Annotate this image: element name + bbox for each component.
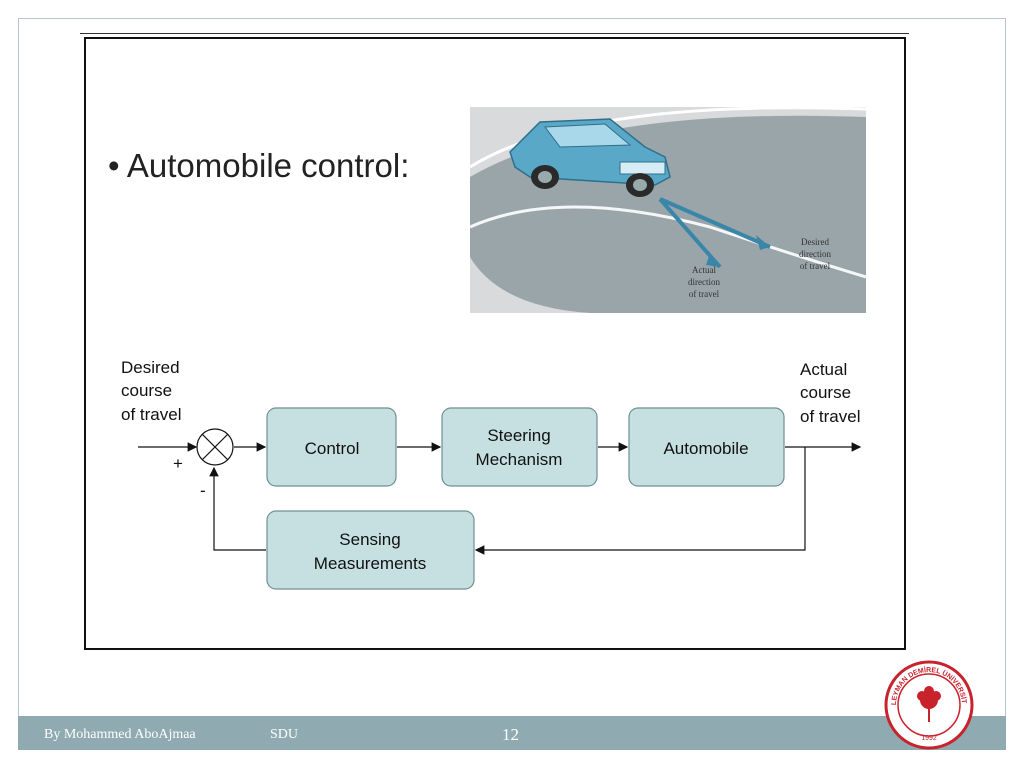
sensing-block-label-2: Measurements (314, 554, 426, 573)
rose-emblem (917, 686, 941, 722)
page-number: 12 (502, 725, 519, 744)
minus-sign: - (200, 481, 206, 500)
output-label-1: Actual (800, 360, 847, 379)
label-actual-1: Actual (692, 265, 716, 275)
footer-author: By Mohammed AboAjmaa (44, 727, 196, 742)
sensing-block-label-1: Sensing (339, 530, 400, 549)
plus-sign: + (173, 454, 183, 473)
label-desired-3: of travel (800, 261, 831, 271)
label-desired-2: direction (799, 249, 831, 259)
control-block-label: Control (305, 439, 360, 458)
steering-block-label-2: Mechanism (476, 450, 563, 469)
feedback-arrow (474, 447, 806, 555)
footer-bar: By Mohammed AboAjmaa SDU 12 (18, 716, 1006, 750)
sensing-block: Sensing Measurements (266, 510, 475, 590)
sensing-to-sum-arrow (209, 466, 266, 551)
slide-content: • Automobile control: Desired direction … (84, 37, 906, 650)
label-actual-2: direction (688, 277, 720, 287)
input-label-3: of travel (121, 405, 181, 424)
university-seal-logo: SÜLEYMAN DEMİREL ÜNİVERSİTESİ 1992 (884, 660, 974, 750)
steering-block: Steering Mechanism (441, 407, 598, 487)
summing-junction (196, 428, 234, 466)
output-label-3: of travel (800, 407, 860, 426)
svg-text:1992: 1992 (921, 735, 937, 742)
control-block: Control (266, 407, 397, 487)
input-label-2: course (121, 381, 172, 400)
automobile-block-label: Automobile (663, 439, 748, 458)
title-rule (80, 33, 909, 34)
output-label-2: course (800, 383, 851, 402)
automobile-block: Automobile (628, 407, 785, 487)
steering-block-label-1: Steering (487, 426, 550, 445)
bullet-title: • Automobile control: (108, 147, 410, 184)
car-illustration (509, 118, 671, 197)
input-label-1: Desired (121, 358, 180, 377)
car-road-photo: Desired direction of travel Actual direc… (470, 107, 866, 313)
label-actual-3: of travel (689, 289, 720, 299)
label-desired-1: Desired (801, 237, 829, 247)
footer-institution: SDU (270, 727, 299, 742)
